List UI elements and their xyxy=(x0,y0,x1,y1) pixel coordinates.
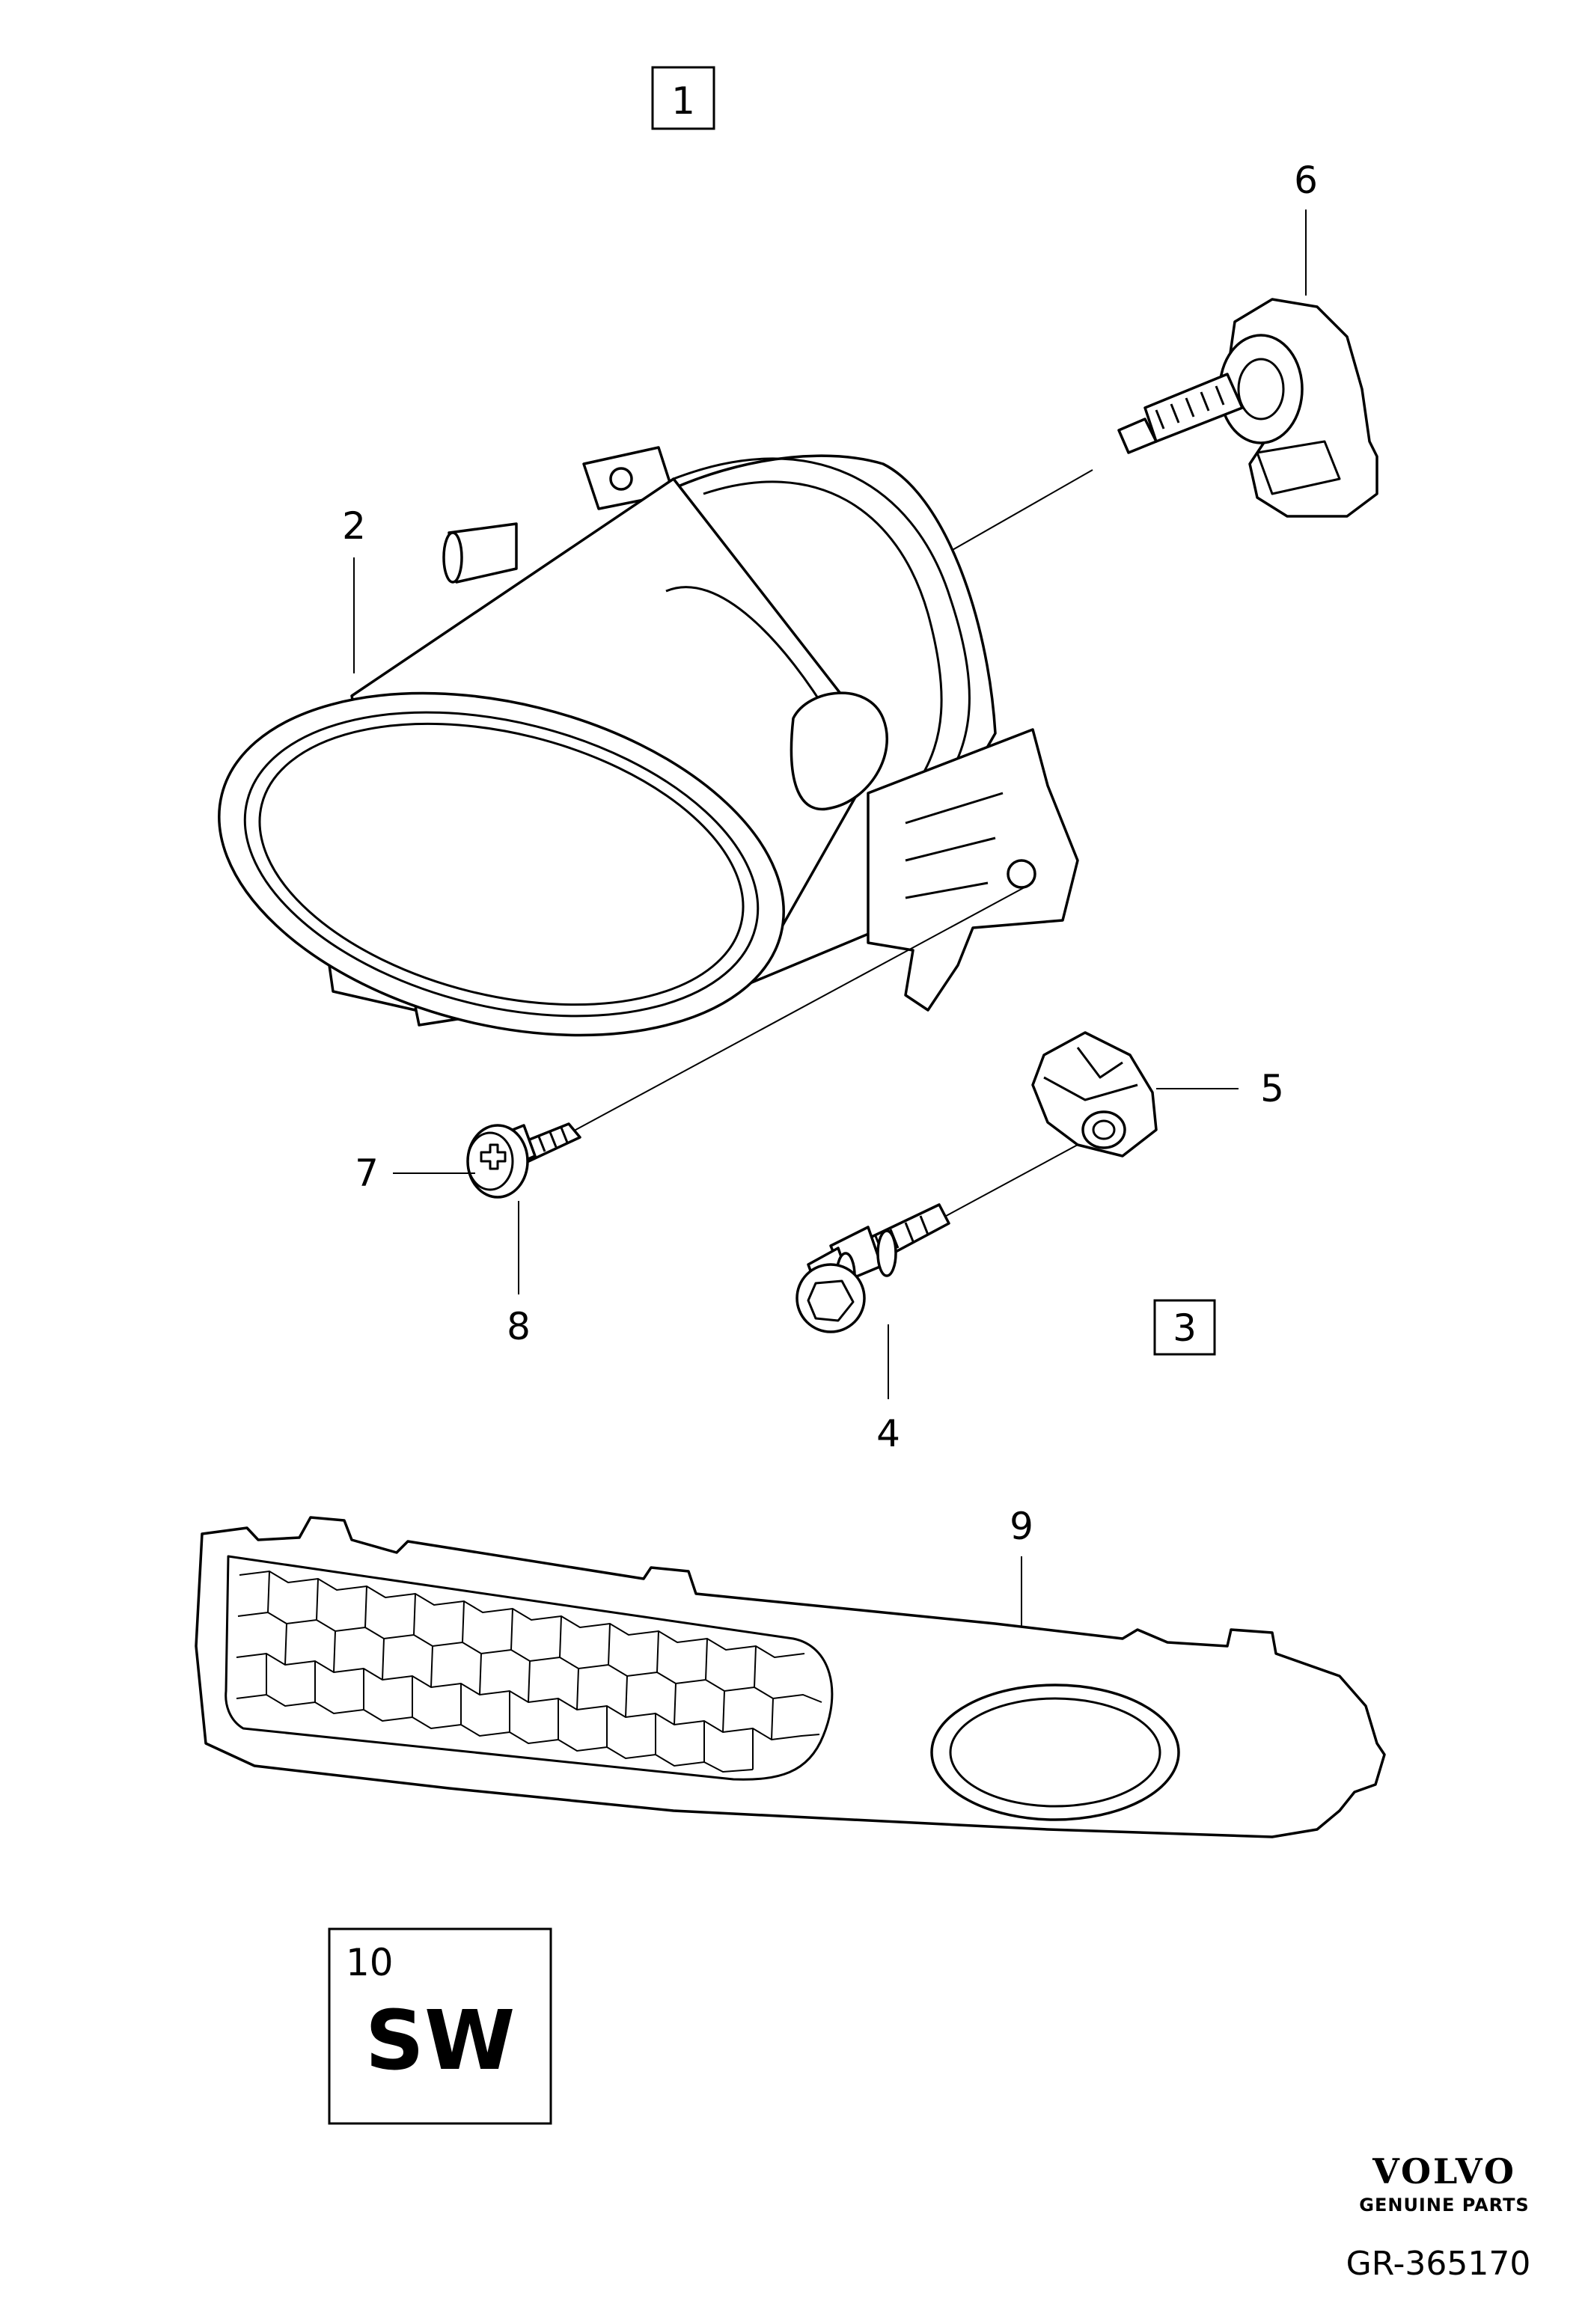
callout-6-label: 6 xyxy=(1294,159,1318,202)
callout-1-box: 1 xyxy=(651,66,715,130)
bumper-grille-icon xyxy=(195,1516,1386,1838)
callout-4-label: 4 xyxy=(876,1412,900,1455)
adjuster-screw-icon xyxy=(796,1203,950,1333)
fog-lamp-housing-icon xyxy=(218,446,1079,1037)
callout-3-box: 3 xyxy=(1153,1299,1216,1356)
callout-5-label: 5 xyxy=(1260,1067,1284,1110)
reference-number: GR-365170 xyxy=(1346,2245,1531,2283)
leader-line-adjuster xyxy=(938,1144,1078,1220)
callout-10-label: 10 xyxy=(346,1941,394,1984)
leader-line-screw xyxy=(568,882,1033,1134)
brand-tagline: GENUINE PARTS xyxy=(1359,2195,1529,2216)
bulb-icon xyxy=(1117,298,1378,518)
leader-line-bulb xyxy=(935,469,1093,560)
screw-icon xyxy=(466,1122,581,1199)
callout-9-label: 9 xyxy=(1010,1505,1033,1548)
callout-1-label: 1 xyxy=(671,79,695,123)
callout-8-label: 8 xyxy=(507,1305,531,1348)
volvo-logo: VOLVO GENUINE PARTS xyxy=(1359,2151,1529,2216)
callout-2-label: 2 xyxy=(342,504,366,548)
sw-label: SW xyxy=(365,1993,516,2088)
brand-name: VOLVO xyxy=(1372,2151,1516,2192)
callout-3-label: 3 xyxy=(1173,1306,1197,1350)
clip-nut-icon xyxy=(1031,1031,1158,1158)
callout-7-label: 7 xyxy=(355,1152,379,1195)
sw-box: 10 SW xyxy=(328,1927,552,2125)
